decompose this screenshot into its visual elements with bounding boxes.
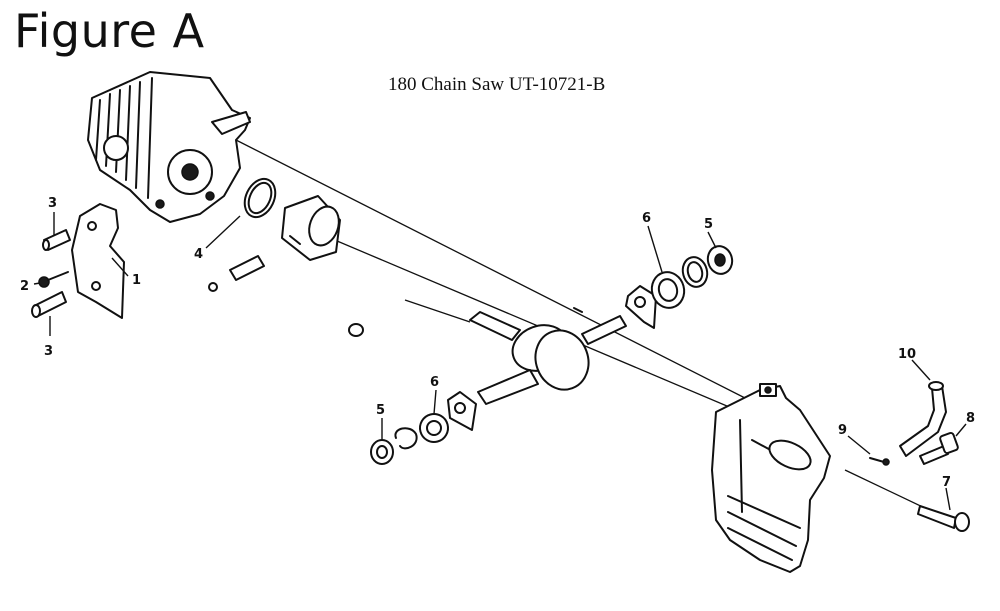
crankcase-part [711, 383, 831, 573]
leader-7 [945, 487, 951, 511]
callout-3-lower: 3 [44, 344, 53, 359]
snap-ring-upper [681, 256, 709, 288]
callout-2: 2 [20, 279, 29, 294]
callout-4: 4 [194, 247, 203, 262]
callout-3-upper: 3 [48, 196, 57, 211]
key-pin-part [573, 307, 583, 313]
assembly-axis-line-upper [235, 139, 746, 399]
callout-1: 1 [132, 273, 141, 288]
snap-ring-lower [394, 427, 418, 450]
pin-part-lower [31, 291, 67, 318]
callout-7: 7 [942, 475, 951, 490]
leader-4 [205, 215, 241, 249]
diagram-title: 180 Chain Saw UT-10721-B [388, 74, 606, 95]
figure-label: Figure A [14, 4, 205, 58]
leader-8 [955, 423, 967, 437]
seal-part-lower [370, 439, 394, 465]
leader-5a [707, 231, 717, 249]
screw-part-9 [869, 457, 890, 466]
piston-ring-part [243, 177, 277, 219]
pin-part-upper [42, 229, 71, 251]
seal-plate-upper [625, 285, 657, 329]
leader-6b [433, 389, 437, 415]
bolt-part [917, 505, 970, 532]
assembly-axis-line-mid [404, 299, 471, 323]
seal-part-upper [706, 245, 734, 275]
callout-6-lower: 6 [430, 375, 439, 390]
bearing-part-upper [650, 271, 686, 309]
piston-pin-part [208, 255, 265, 292]
piston-part [281, 195, 341, 261]
leader-9 [847, 435, 871, 455]
callout-9: 9 [838, 423, 847, 438]
seal-plate-lower [447, 391, 477, 431]
plate-part [71, 203, 125, 319]
callout-5-lower: 5 [376, 403, 385, 418]
leader-6a [647, 225, 663, 273]
impulse-hose-part [899, 381, 947, 457]
leader-2 [33, 282, 41, 285]
cylinder-part [87, 71, 251, 223]
callout-5-upper: 5 [704, 217, 713, 232]
callout-10: 10 [898, 347, 916, 362]
fitting-part [919, 431, 959, 465]
leader-1 [111, 257, 129, 277]
crankshaft-part [469, 311, 627, 405]
leader-10 [911, 359, 931, 381]
callout-8: 8 [966, 411, 975, 426]
needle-bearing-small [348, 323, 364, 337]
bearing-part-lower [419, 413, 449, 443]
callout-6-upper: 6 [642, 211, 651, 226]
screw-part-2 [38, 271, 69, 288]
